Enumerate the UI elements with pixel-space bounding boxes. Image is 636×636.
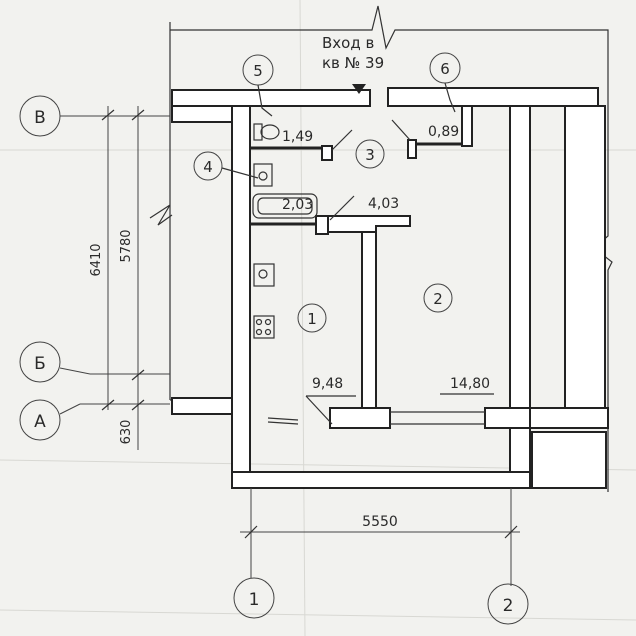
entrance-arrow-icon (352, 84, 366, 94)
room-area-4: 2,03 (282, 197, 313, 213)
room-area-6: 0,89 (428, 124, 459, 140)
walls (171, 87, 609, 489)
room-number-4: 4 (203, 158, 213, 176)
entrance-line2: кв № 39 (322, 54, 384, 72)
dim-630: 630 (119, 420, 134, 445)
room-area-5: 1,49 (282, 129, 313, 145)
axis-letter-a: А (34, 412, 46, 432)
number-axes: 1 2 (233, 488, 529, 625)
room-number-6: 6 (440, 60, 450, 78)
room-number-1: 1 (307, 310, 317, 328)
axis-number-2: 2 (503, 596, 514, 616)
axis-letter-b: Б (34, 354, 46, 374)
entrance-line1: Вход в (322, 34, 374, 52)
dim-5780: 5780 (119, 229, 134, 262)
room-area-2: 14,80 (450, 376, 490, 392)
sink-icon (253, 163, 273, 187)
toilet-icon (253, 123, 280, 141)
dimension-lines: 6410 5780 630 5550 (89, 106, 520, 539)
dim-6410: 6410 (89, 243, 104, 276)
room-markers: 1 2 3 4 5 6 (193, 52, 461, 333)
room-areas: 9,48 14,80 4,03 2,03 1,49 0,89 (282, 124, 494, 425)
room-area-3: 4,03 (368, 196, 399, 212)
room-number-5: 5 (253, 62, 263, 80)
room-number-2: 2 (433, 290, 443, 308)
dim-5550: 5550 (362, 514, 398, 530)
axis-letter-v: В (34, 108, 46, 128)
stove-icon (253, 315, 275, 339)
room-area-1: 9,48 (312, 376, 343, 392)
letter-axes: В Б А (19, 95, 170, 441)
kitchen-sink-icon (253, 263, 275, 287)
entrance-label: Вход в кв № 39 (322, 34, 384, 94)
room-number-3: 3 (365, 146, 375, 164)
bathtub-icon (252, 193, 318, 219)
fixtures (252, 123, 318, 339)
axis-number-1: 1 (249, 590, 260, 610)
